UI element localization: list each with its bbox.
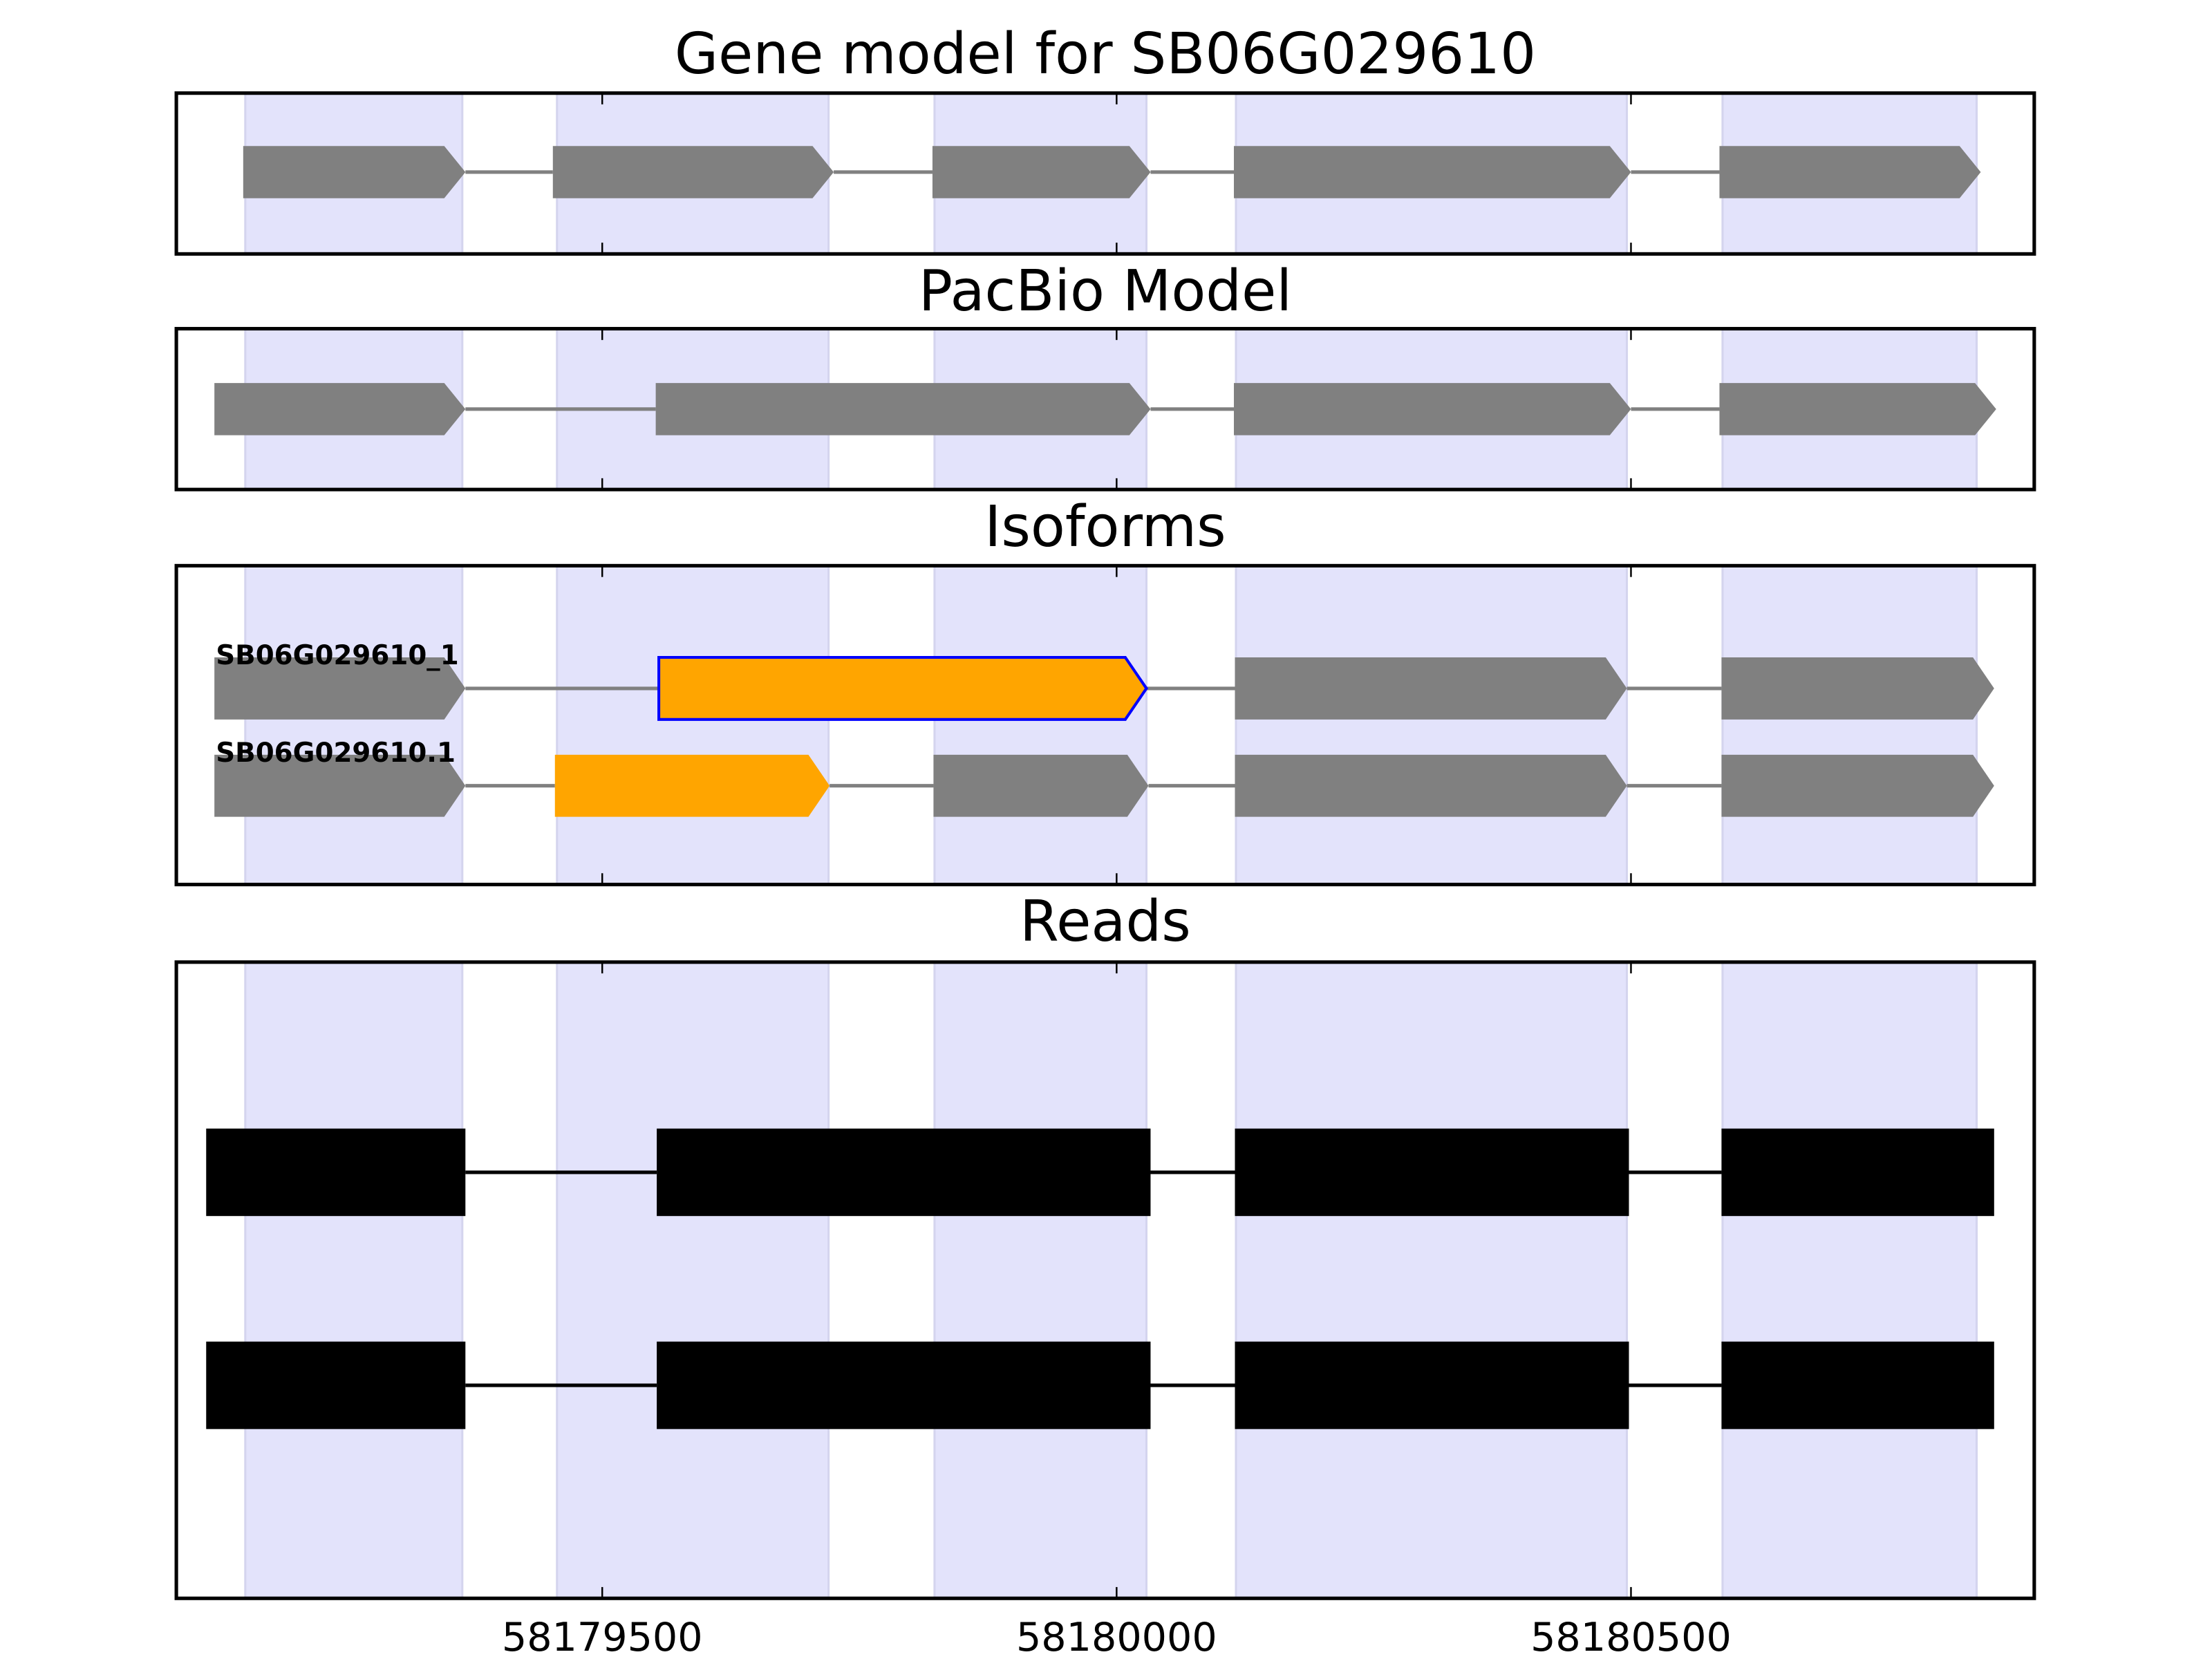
x-tick-label: 58180000 <box>1016 1615 1217 1659</box>
exon-arrow <box>552 146 834 198</box>
exon-shade <box>1721 961 1978 1600</box>
panel-title: Reads <box>1020 889 1191 955</box>
panel-1: PacBio Model <box>174 259 2036 491</box>
exon-arrow <box>214 657 466 720</box>
exon-arrow <box>1721 657 1994 720</box>
exon-shade <box>556 564 830 886</box>
exon-arrow <box>243 146 466 198</box>
exon-arrow <box>1235 754 1627 817</box>
transcript-track: SB06G029610_1 <box>214 640 1994 721</box>
highlighted-exon-arrow <box>657 655 1148 721</box>
read-block <box>206 1128 466 1217</box>
transcript-track <box>214 383 1996 435</box>
isoform-label: SB06G029610_1 <box>216 640 458 671</box>
axes-frame <box>174 563 2036 887</box>
x-tick-label: 58179500 <box>502 1615 703 1659</box>
exon-arrow <box>932 146 1151 198</box>
axes-frame <box>174 326 2036 491</box>
exon-shade <box>1235 564 1629 886</box>
exon-arrow <box>655 383 1151 435</box>
exon-shade <box>1235 961 1629 1600</box>
panel-title: Gene model for SB06G029610 <box>675 21 1536 87</box>
read-block <box>657 1128 1151 1217</box>
panel-0: Gene model for SB06G029610 <box>174 21 2036 256</box>
read-block <box>657 1341 1151 1430</box>
exon-arrow <box>1235 657 1627 720</box>
exon-arrow <box>1234 146 1631 198</box>
panel-title: Isoforms <box>984 494 1226 560</box>
read-block <box>1235 1128 1629 1217</box>
exon-shade <box>244 961 464 1600</box>
axes-frame <box>174 960 2036 1600</box>
exon-shade <box>933 564 1148 886</box>
transcript-track: SB06G029610.1 <box>214 738 1994 817</box>
axes-frame <box>174 91 2036 256</box>
exon-shade <box>933 961 1148 1600</box>
x-tick-label: 58180500 <box>1530 1615 1732 1659</box>
exon-arrow <box>1721 754 1994 817</box>
exon-arrow <box>1719 383 1996 435</box>
isoform-label: SB06G029610.1 <box>216 738 456 769</box>
read-block <box>1721 1341 1994 1430</box>
read-block <box>206 1341 466 1430</box>
exon-arrow <box>1234 383 1631 435</box>
read-block <box>1721 1128 1994 1217</box>
panel-3: Reads <box>174 889 2036 1600</box>
panel-title: PacBio Model <box>919 259 1292 324</box>
exon-arrow <box>214 754 466 817</box>
read <box>206 1128 1994 1217</box>
exon-shade <box>1721 564 1978 886</box>
read-block <box>1235 1341 1629 1430</box>
highlighted-exon-arrow <box>554 754 830 817</box>
exon-arrow <box>214 383 466 435</box>
exon-arrow <box>933 754 1149 817</box>
exon-shade <box>556 961 830 1600</box>
transcript-track <box>243 146 1981 198</box>
exon-shade <box>244 564 464 886</box>
exon-arrow <box>1719 146 1981 198</box>
read <box>206 1341 1994 1430</box>
